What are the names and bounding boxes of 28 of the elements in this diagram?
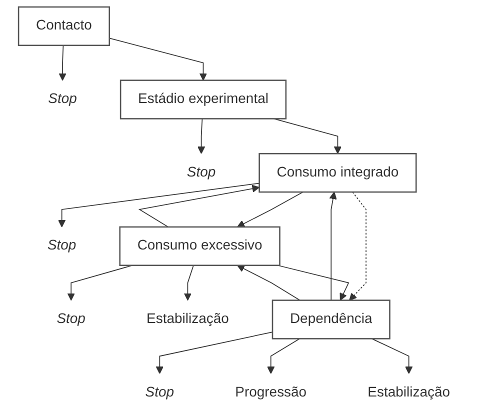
arrow	[184, 264, 194, 301]
arrow	[156, 332, 273, 374]
node-text: Estabilização	[146, 312, 229, 326]
arrow	[371, 338, 413, 374]
arrow	[237, 265, 300, 301]
node-text: Stop	[186, 164, 216, 180]
node-text: Progressão	[235, 384, 307, 400]
node-text: Stop	[48, 92, 77, 106]
arrow	[108, 38, 208, 81]
arrow	[58, 182, 260, 228]
node-text: Estabilização	[368, 384, 450, 400]
node-box: Consumo excessivo	[119, 226, 280, 266]
node-text: Stop	[47, 238, 76, 254]
node-box: Dependência	[272, 300, 390, 340]
arrow	[67, 264, 133, 301]
arrow	[349, 192, 366, 301]
node-box: Estádio experimental	[120, 80, 287, 120]
arrow	[138, 184, 260, 228]
node-box: Consumo integrado	[258, 152, 417, 193]
arrow	[277, 264, 350, 301]
node-box: Contacto	[18, 6, 110, 46]
arrow	[197, 118, 206, 154]
arrow	[267, 338, 300, 374]
node-text: Stop	[145, 384, 174, 400]
arrow	[329, 192, 337, 301]
arrow	[58, 44, 66, 81]
node-text: Stop	[56, 312, 86, 326]
arrow	[237, 192, 304, 228]
